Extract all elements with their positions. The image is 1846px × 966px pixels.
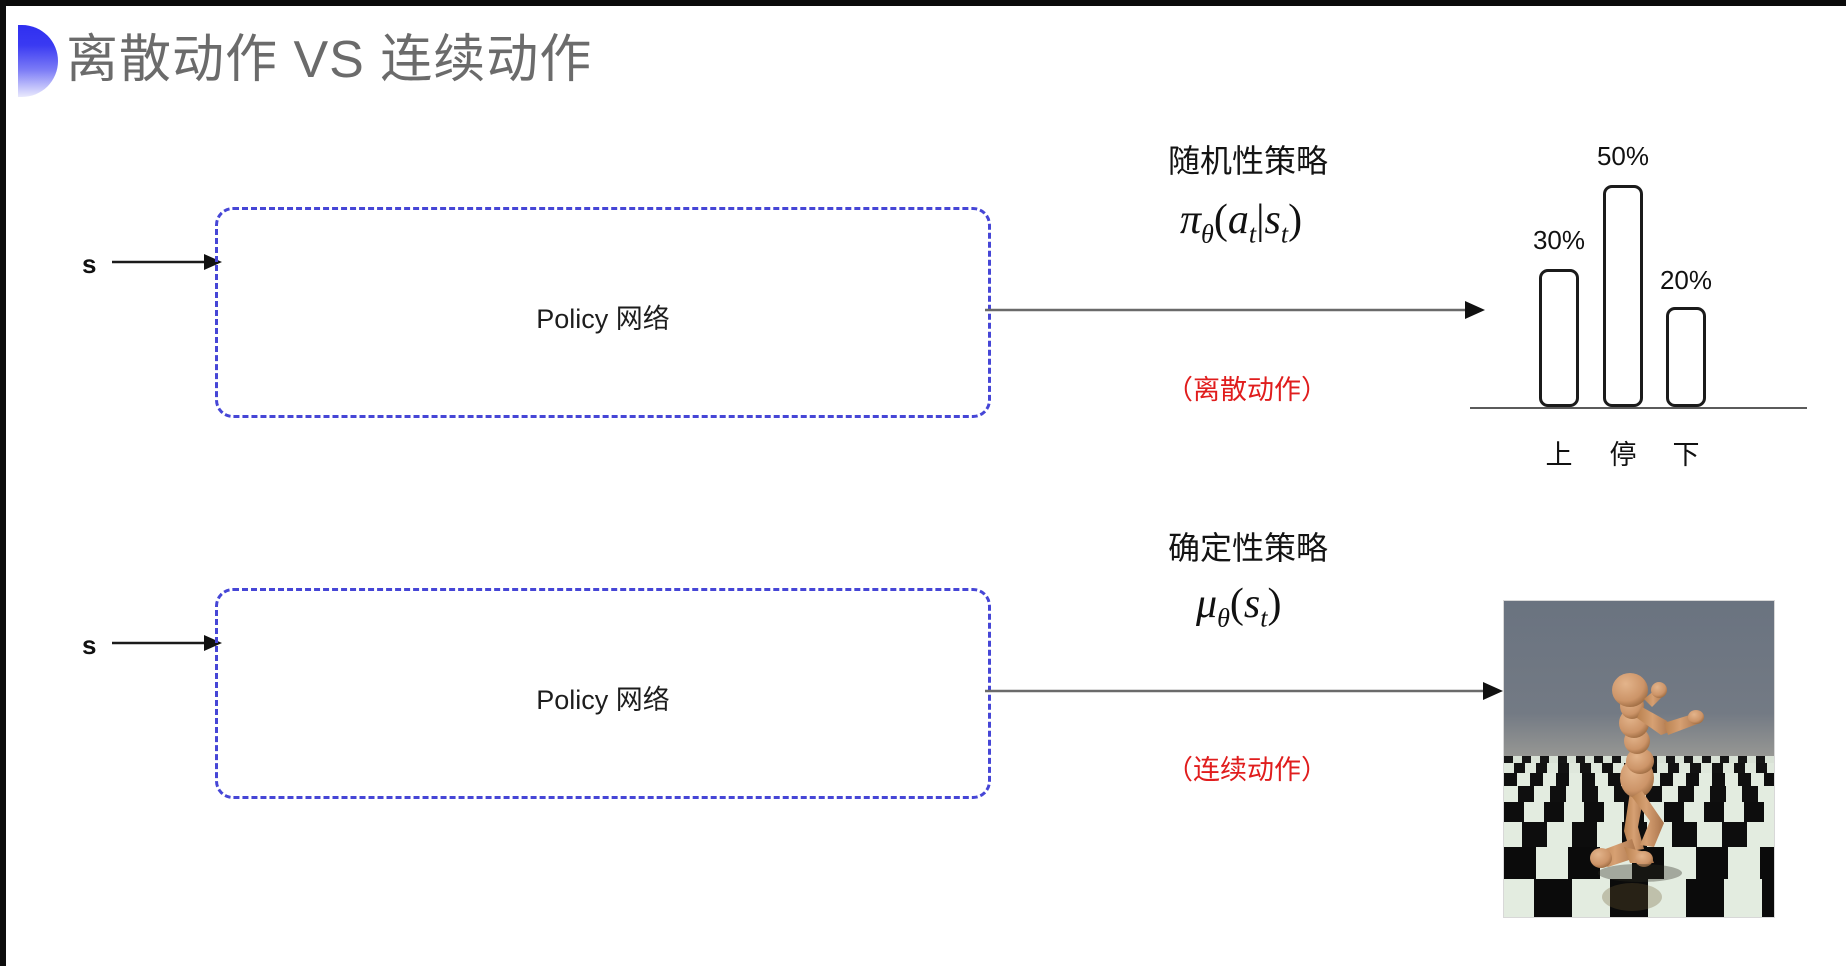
formula-symbol: μ <box>1196 581 1218 627</box>
formula-arg1: s <box>1243 581 1261 627</box>
formula-close-paren: ) <box>1288 197 1303 243</box>
bar-value-stop: 50% <box>1596 141 1650 171</box>
bar-stop <box>1603 185 1643 407</box>
formula-param-sub: θ <box>1201 219 1214 249</box>
bar-up <box>1539 269 1579 407</box>
formula-arg2-sub: t <box>1280 219 1289 249</box>
bar-category-up: 上 <box>1545 440 1573 470</box>
slide-top-border <box>0 0 1846 6</box>
output-arrow-discrete <box>985 301 1485 319</box>
policy-network-label-discrete: Policy 网络 <box>536 304 670 334</box>
input-arrow-discrete <box>112 254 222 270</box>
policy-network-box-continuous[interactable]: Policy 网络 <box>215 588 991 799</box>
page-title: 离散动作 VS 连续动作 <box>66 31 593 89</box>
bar-category-down: 下 <box>1672 440 1700 470</box>
input-state-label-continuous: s <box>82 630 97 660</box>
policy-network-label-continuous: Policy 网络 <box>536 685 670 715</box>
chart-baseline-axis <box>1470 407 1807 409</box>
formula-arg1-sub: t <box>1260 603 1268 633</box>
formula-arg2: s <box>1264 197 1281 243</box>
humanoid-figure <box>1590 673 1704 868</box>
formula-given-bar: | <box>1256 197 1265 243</box>
bar-value-down: 20% <box>1659 265 1713 295</box>
output-arrow-continuous <box>985 682 1503 700</box>
slide-left-border <box>0 0 6 966</box>
input-arrow-continuous <box>112 635 222 651</box>
bar-value-up: 30% <box>1532 225 1586 255</box>
formula-symbol: π <box>1180 197 1202 243</box>
formula-close-paren: ) <box>1267 581 1282 627</box>
formula-open-paren: ( <box>1229 581 1244 627</box>
formula-arg1-sub: t <box>1248 219 1257 249</box>
action-note-continuous: （连续动作） <box>1166 755 1328 785</box>
policy-network-box-discrete[interactable]: Policy 网络 <box>215 207 991 418</box>
title-bullet-icon <box>18 25 58 97</box>
formula-param-sub: θ <box>1217 603 1230 633</box>
bar-down <box>1666 307 1706 407</box>
humanoid-simulation-svg <box>1504 601 1774 917</box>
formula-open-paren: ( <box>1213 197 1228 243</box>
action-probability-bar-chart: 30% 上 50% 停 20% 下 <box>1470 95 1810 470</box>
formula-arg1: a <box>1227 197 1249 243</box>
policy-formula-continuous: μθ(st) <box>1196 580 1281 633</box>
policy-formula-discrete: πθ(at|st) <box>1180 196 1302 249</box>
humanoid-simulation-image <box>1503 600 1775 918</box>
bar-category-stop: 停 <box>1609 440 1637 470</box>
policy-kind-label-discrete: 随机性策略 <box>1168 143 1329 179</box>
input-state-label-discrete: s <box>82 249 97 279</box>
action-note-discrete: （离散动作） <box>1166 375 1328 405</box>
policy-kind-label-continuous: 确定性策略 <box>1168 530 1329 566</box>
